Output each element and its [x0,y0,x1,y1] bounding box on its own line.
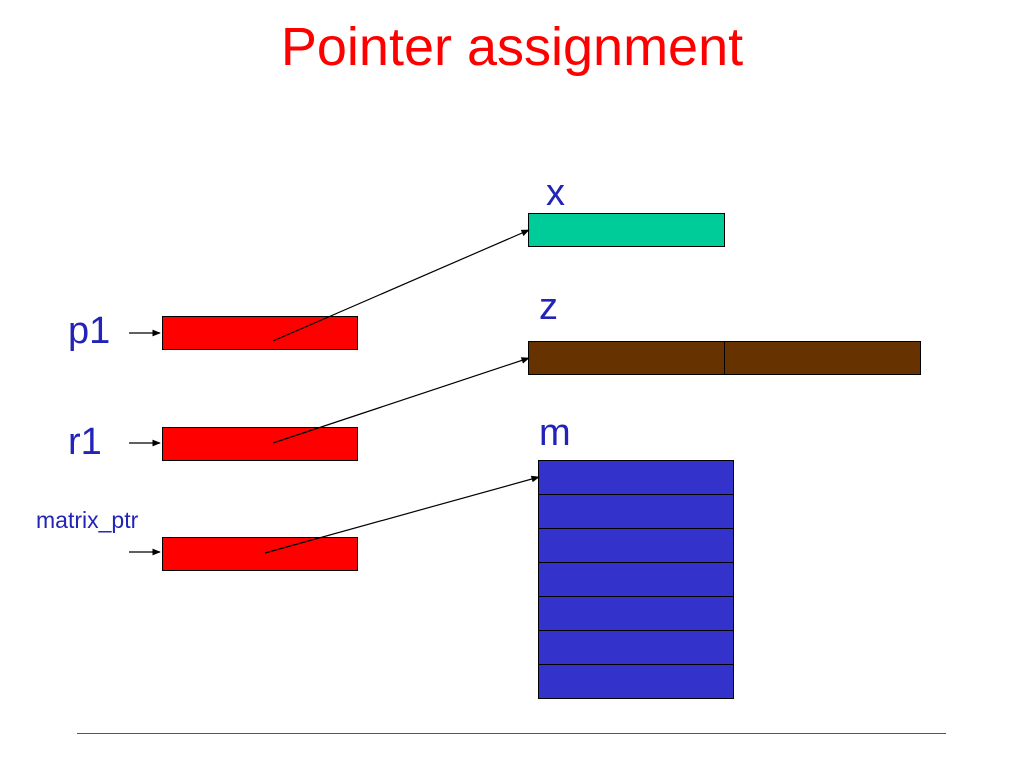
m-matrix-row [538,494,734,529]
footer-divider [77,733,946,734]
matrix-ptr-label: matrix_ptr [36,507,139,533]
page-title: Pointer assignment [280,17,744,77]
m-matrix-row [538,630,734,665]
p1-to-x-arrow [272,229,530,342]
p1-pointer-box [162,316,358,350]
m-matrix-row [538,664,734,699]
r1-pointer-box [162,427,358,461]
m-label: m [539,412,571,454]
x-variable-box [528,213,725,247]
p1-label: p1 [68,310,111,352]
r1-label: r1 [68,421,102,463]
r1-to-z-arrow [272,357,530,444]
z-label: z [539,286,558,328]
matrix-ptr-pointer-box [162,537,358,571]
x-label: x [546,172,565,214]
matrix-ptr-to-m-arrow [264,475,540,554]
z-array-cell [724,341,921,375]
